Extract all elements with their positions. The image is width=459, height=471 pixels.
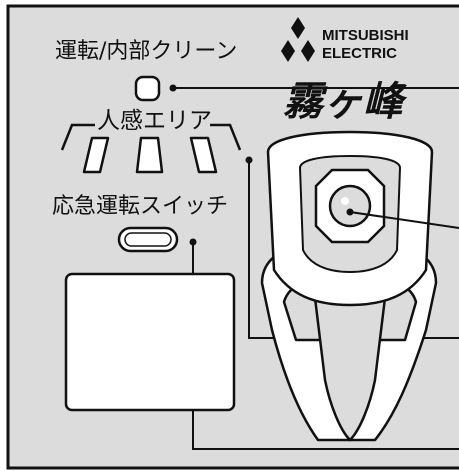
brand-line-2: ELECTRIC: [322, 45, 397, 62]
sensor-window-icons: [82, 136, 218, 174]
product-mark: 霧ヶ峰: [283, 78, 408, 125]
filter-plate: [64, 272, 236, 412]
emergency-switch-icon[interactable]: [117, 226, 179, 253]
switch-inner-rim: [124, 232, 172, 247]
operation-clean-label: 運転/内部クリーン: [55, 39, 237, 64]
sensor-area-label: 人感エリア: [97, 108, 212, 134]
lens-highlight: [341, 197, 349, 205]
bracket-right: [210, 123, 242, 151]
brand-line-1: MITSUBISHI: [322, 27, 409, 44]
operation-indicator-icon: [134, 75, 161, 102]
leader-line: [349, 211, 459, 229]
sensor-center-icon: [135, 136, 164, 174]
sensor-right-icon: [189, 136, 218, 174]
three-diamonds-icon: [281, 17, 315, 62]
sensor-left-icon: [82, 136, 110, 174]
receiver-lens-icon: [328, 184, 372, 228]
bracket-left: [60, 123, 95, 151]
emergency-switch-label: 応急運転スイッチ: [52, 194, 228, 219]
